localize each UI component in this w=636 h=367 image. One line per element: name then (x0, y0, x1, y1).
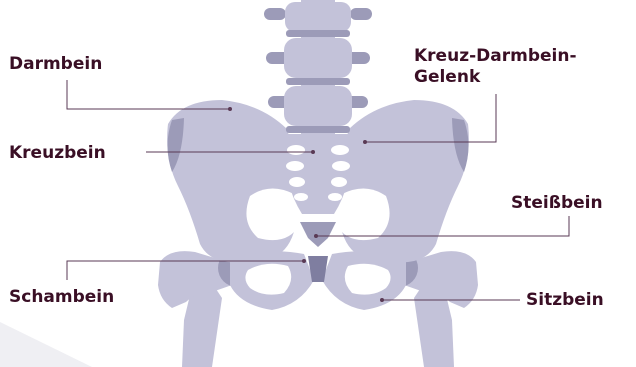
label-kreuz-darmbein-gelenk-line2: Gelenk (414, 67, 577, 88)
label-darmbein-text: Darmbein (9, 54, 102, 75)
label-sitzbein-text: Sitzbein (526, 290, 604, 311)
label-kreuzbein: Kreuzbein (9, 143, 106, 164)
right-pelvic-hole (336, 188, 390, 240)
coccyx (300, 222, 336, 247)
label-steissbein-text: Steißbein (511, 193, 603, 214)
lumbar-spine (264, 0, 372, 136)
label-kreuzbein-text: Kreuzbein (9, 143, 106, 164)
label-steissbein: Steißbein (511, 193, 603, 214)
label-sitzbein: Sitzbein (526, 290, 604, 311)
left-pelvic-hole (246, 188, 300, 240)
label-kreuz-darmbein-gelenk: Kreuz-Darmbein- Gelenk (414, 46, 577, 88)
corner-decoration (0, 322, 92, 367)
label-kreuz-darmbein-gelenk-line1: Kreuz-Darmbein- (414, 46, 577, 67)
label-schambein-text: Schambein (9, 287, 114, 308)
label-darmbein: Darmbein (9, 54, 102, 75)
label-schambein: Schambein (9, 287, 114, 308)
